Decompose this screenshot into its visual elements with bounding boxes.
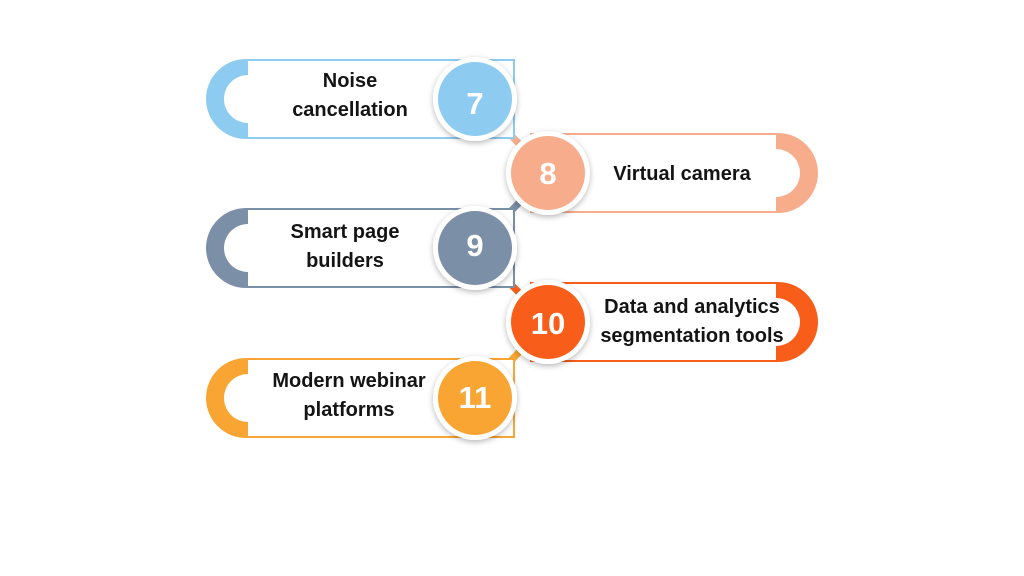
step-11 bbox=[206, 356, 517, 440]
step-9-circle bbox=[438, 211, 512, 285]
step-8 bbox=[506, 131, 818, 215]
step-10-pill-inner bbox=[532, 284, 800, 360]
step-11-circle bbox=[438, 361, 512, 435]
step-8-label: Virtual camera bbox=[613, 162, 751, 185]
step-8-number: 8 bbox=[539, 156, 557, 191]
step-7-number: 7 bbox=[466, 86, 484, 121]
step-8-circle bbox=[511, 136, 585, 210]
step-10-circle bbox=[511, 285, 585, 359]
step-9-number: 9 bbox=[466, 228, 484, 263]
step-8-pill-inner bbox=[532, 135, 800, 211]
step-7-circle bbox=[438, 62, 512, 136]
step-7-label: Noise cancellation bbox=[292, 70, 408, 121]
step-9 bbox=[206, 206, 517, 290]
step-11-number: 11 bbox=[458, 380, 492, 415]
step-9-label: Smart page builders bbox=[290, 221, 400, 272]
step-11-label: Modern webinar platforms bbox=[272, 370, 426, 421]
step-10-label: Data and analytics segmentation tools bbox=[600, 296, 784, 347]
step-7 bbox=[206, 57, 517, 141]
step-10 bbox=[506, 280, 818, 364]
step-10-number: 10 bbox=[530, 306, 566, 341]
